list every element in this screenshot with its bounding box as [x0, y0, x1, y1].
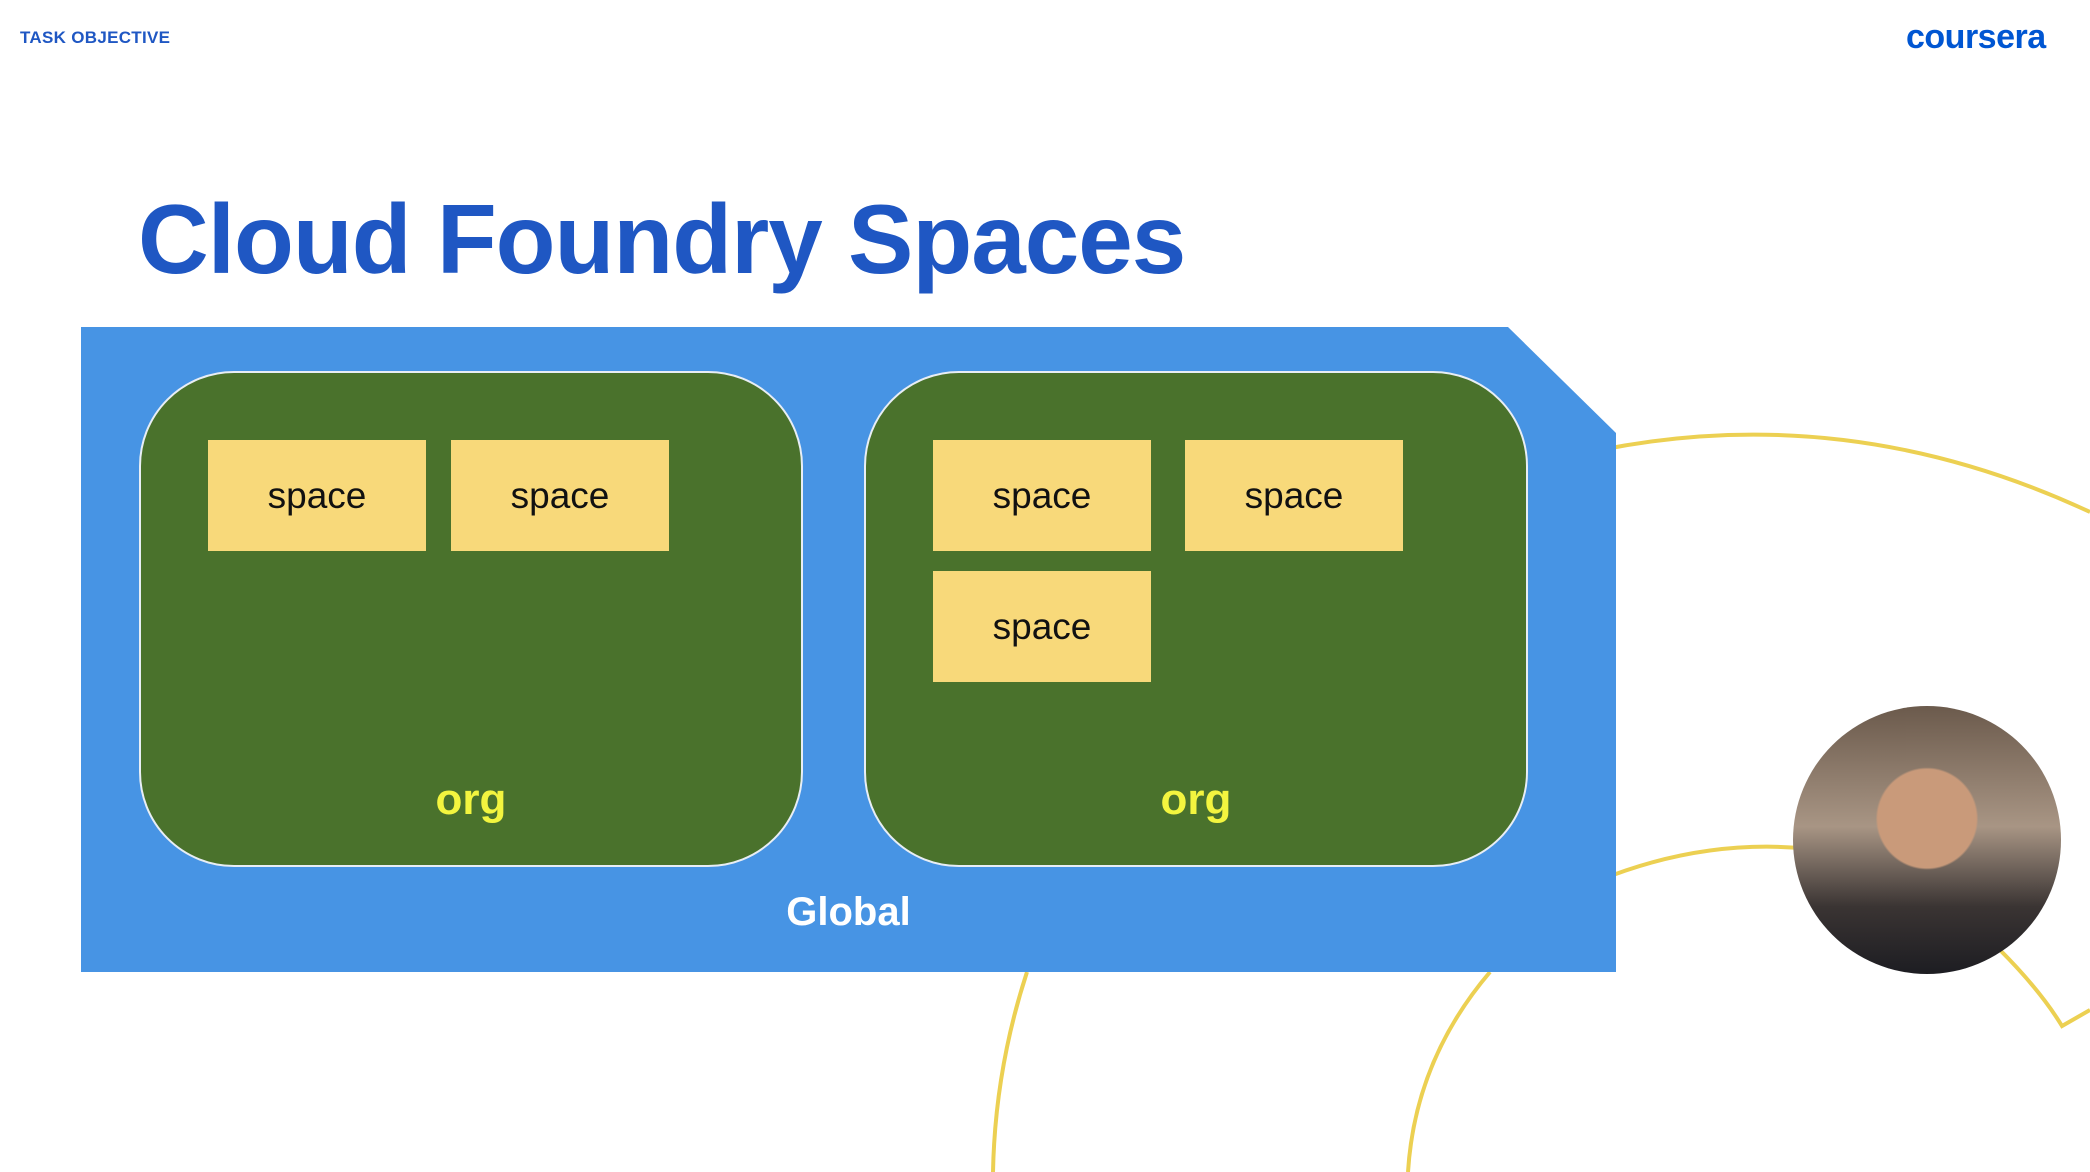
slide-title: Cloud Foundry Spaces [138, 184, 1186, 294]
space-box: space [208, 440, 426, 551]
global-label: Global [786, 890, 911, 934]
arc-bottom-right [1406, 970, 1492, 1172]
arc-bottom-left [991, 971, 1029, 1172]
space-box: space [933, 440, 1151, 551]
org-box-1: space space org [139, 371, 803, 867]
instructor-avatar [1793, 706, 2061, 974]
org-label: org [435, 775, 507, 824]
space-box: space [933, 571, 1151, 682]
space-box: space [451, 440, 669, 551]
arc-mid [1599, 844, 1801, 882]
coursera-logo[interactable]: coursera [1906, 18, 2046, 56]
space-box: space [1185, 440, 1403, 551]
arc-right [1998, 948, 2090, 1029]
arc-top [1599, 432, 2090, 514]
task-objective-label: TASK OBJECTIVE [20, 28, 171, 47]
org-label: org [1160, 775, 1232, 824]
org-box-2: space space space org [864, 371, 1528, 867]
